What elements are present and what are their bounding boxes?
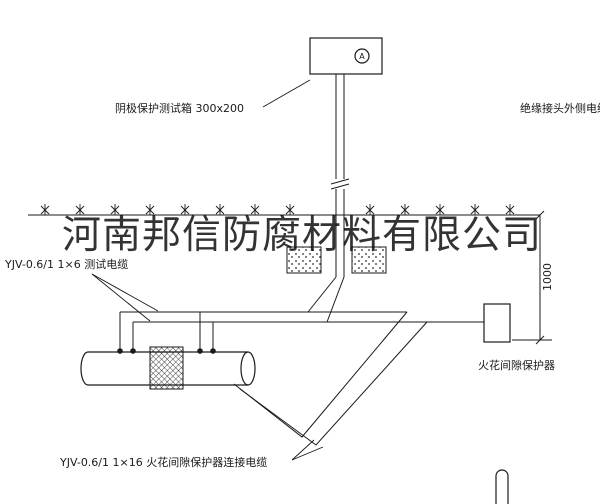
- concrete-blocks: [286, 246, 387, 274]
- leader-lines: [91, 79, 324, 461]
- spark-gap-cables: [233, 311, 428, 446]
- spark-gap-protector: [483, 303, 511, 343]
- riser-conduit: [330, 74, 350, 277]
- riser-loop-symbol: [495, 469, 509, 504]
- outer-cable-label: 绝缘接头外侧电缆: [520, 101, 600, 115]
- dimension-label: 1000: [541, 263, 554, 291]
- dimension-line: [512, 210, 552, 345]
- weld-points: [117, 348, 216, 354]
- connect-cable-label: YJV-0.6/1 1×16 火花间隙保护器连接电缆: [59, 455, 267, 469]
- test-box: [309, 37, 383, 75]
- device-letter: A: [359, 52, 365, 61]
- test-box-label: 阴极保护测试箱 300x200: [115, 101, 244, 115]
- insulating-joint: [149, 346, 184, 390]
- spark-protector-label: 火花间隙保护器: [478, 358, 555, 372]
- ground-surface-symbols: [40, 203, 515, 216]
- test-cable-label: YJV-0.6/1 1×6 测试电缆: [4, 258, 128, 271]
- test-cables: [119, 276, 484, 349]
